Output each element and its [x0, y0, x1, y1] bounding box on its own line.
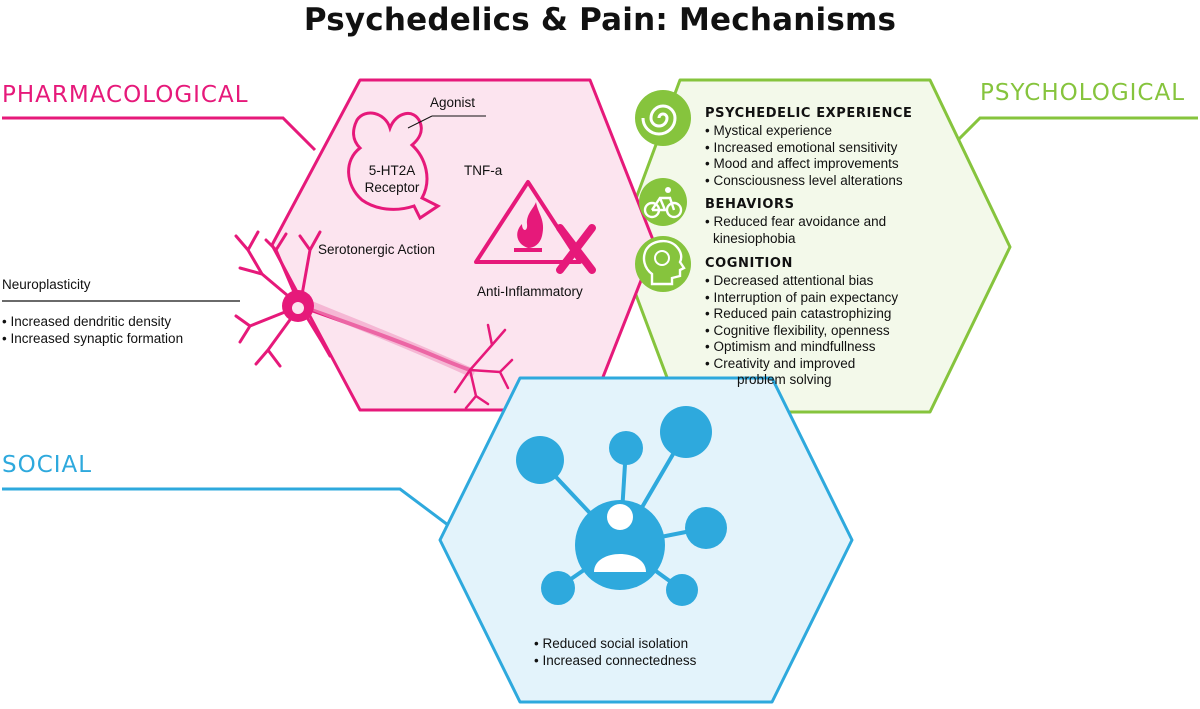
fire-warning-icon [474, 180, 596, 274]
list-item: Reduced social isolation [534, 636, 696, 653]
receptor-label: 5-HT2A Receptor [354, 163, 430, 196]
receptor-label-line1: 5-HT2A [368, 163, 416, 178]
list-item: Reduced pain catastrophizing [705, 306, 898, 323]
head-brain-icon [635, 236, 691, 292]
list-item: Interruption of pain expectancy [705, 290, 898, 307]
cognition-heading: COGNITION [705, 256, 794, 271]
list-item: Creativity and improved [705, 356, 898, 373]
pharmacological-leader-line [2, 116, 317, 152]
psychological-leader-line [933, 116, 1198, 165]
list-item: Mood and affect improvements [705, 156, 903, 173]
list-item: Optimism and mindfullness [705, 339, 898, 356]
cognition-list: Decreased attentional bias Interruption … [705, 273, 898, 373]
list-item: Reduced fear avoidance and [705, 214, 886, 231]
social-list: Reduced social isolation Increased conne… [534, 636, 696, 669]
behaviors-heading: BEHAVIORS [705, 197, 795, 212]
serotonergic-label: Serotonergic Action [318, 242, 436, 257]
category-pharmacological: PHARMACOLOGICAL [2, 82, 249, 108]
behaviors-item-continuation: kinesiophobia [713, 231, 796, 246]
social-leader-line [2, 487, 449, 527]
network-person-icon [516, 406, 727, 606]
list-item: Increased connectedness [534, 653, 696, 670]
bicycle-icon [639, 178, 687, 226]
receptor-label-line2: Receptor [364, 179, 420, 195]
list-item: Cognitive flexibility, openness [705, 323, 898, 340]
category-psychological: PSYCHOLOGICAL [980, 80, 1186, 106]
list-item: Decreased attentional bias [705, 273, 898, 290]
list-item: Mystical experience [705, 123, 903, 140]
receptor-icon [347, 111, 441, 221]
cognition-item-continuation: problem solving [737, 372, 832, 387]
behaviors-list: Reduced fear avoidance and [705, 214, 886, 231]
spiral-icon [635, 90, 691, 146]
neuroplasticity-heading: Neuroplasticity [2, 277, 91, 292]
agonist-label: Agonist [430, 95, 476, 110]
neuroplasticity-list: Increased dendritic density Increased sy… [2, 314, 183, 347]
tnf-label: TNF-a [464, 163, 503, 178]
page-title: Psychedelics & Pain: Mechanisms [303, 2, 897, 38]
category-social: SOCIAL [2, 452, 93, 478]
list-item: Consciousness level alterations [705, 173, 902, 190]
psychedelic-experience-heading: PSYCHEDELIC EXPERIENCE [705, 106, 913, 121]
psychedelic-experience-list: Mystical experience Increased emotional … [705, 123, 903, 190]
list-item: Increased synaptic formation [2, 331, 183, 348]
anti-inflammatory-label: Anti-Inflammatory [477, 284, 583, 299]
list-item: Increased dendritic density [2, 314, 183, 331]
neuron-icon [234, 230, 514, 410]
list-item: Increased emotional sensitivity [705, 140, 903, 157]
agonist-pointer-line [407, 115, 433, 129]
